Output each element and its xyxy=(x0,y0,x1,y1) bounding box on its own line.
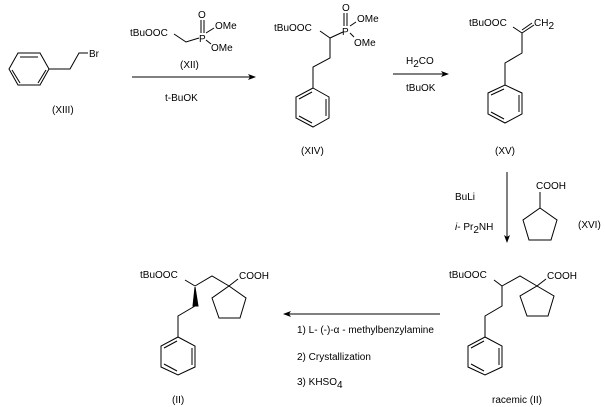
methoxy-group: OMe xyxy=(211,43,233,54)
ethyl-chain xyxy=(49,52,88,70)
reagent-formaldehyde: H2CO xyxy=(406,56,434,70)
double-bond xyxy=(490,88,505,96)
compound-label-xiii: (XIII) xyxy=(52,105,74,116)
bond xyxy=(184,279,196,287)
benzene-ring xyxy=(467,336,503,376)
compound-label-xvi: (XVI) xyxy=(578,220,601,231)
oxo-atom: O xyxy=(198,10,206,21)
compound-xiii: Br (XIII) xyxy=(8,49,100,116)
compound-racemic-ii: tBuOOC COOH racemic (II) xyxy=(449,270,577,406)
ester-group: tBuOOC xyxy=(469,18,507,29)
condition-3: 3) KHSO4 xyxy=(297,377,343,391)
wedge-bond xyxy=(192,286,199,307)
bromine-label: Br xyxy=(89,49,100,60)
compound-label-xv: (XV) xyxy=(495,146,515,157)
compound-xii: tBuOOC P O OMe OMe (XII) xyxy=(130,10,237,71)
condition-2: 2) Crystallization xyxy=(297,352,371,363)
compound-label-ii: (II) xyxy=(172,395,184,406)
bond xyxy=(501,275,538,287)
bond xyxy=(319,30,331,39)
benzene-ring xyxy=(487,84,523,124)
bond xyxy=(493,279,503,287)
bond xyxy=(536,278,547,287)
methylene-group: CH2 xyxy=(534,18,554,32)
bond xyxy=(349,32,355,38)
double-bond xyxy=(470,340,485,349)
benzene-ring xyxy=(160,336,196,376)
double-bond xyxy=(470,363,485,372)
carboxylic-acid-group: COOH xyxy=(547,271,577,282)
c-c-double-bond xyxy=(521,24,535,34)
reagent-diisopropylamine: i- Pr2NH xyxy=(455,222,493,236)
compound-xv: tBuOOC CH2 (XV) xyxy=(469,18,554,157)
phosphorus-atom: P xyxy=(342,27,349,38)
reagent-tbuok-2: tBuOK xyxy=(406,83,436,94)
compound-label-xiv: (XIV) xyxy=(301,146,324,157)
double-bond xyxy=(163,363,178,372)
compound-ii: tBuOOC COOH (II) xyxy=(140,270,269,406)
double-bond xyxy=(11,69,21,84)
bond xyxy=(194,275,230,287)
ethyl-chain xyxy=(504,33,523,85)
oxo-atom: O xyxy=(342,3,350,14)
bond xyxy=(349,21,357,27)
condition-1: 1) L- (-)-α - methylbenzylamine xyxy=(297,325,434,336)
methoxy-group: OMe xyxy=(215,21,237,32)
cyclopentane-ring xyxy=(519,285,555,317)
phosphorus-atom: P xyxy=(199,34,206,45)
cyclopentane-ring xyxy=(522,207,558,241)
cyclopentane-ring xyxy=(211,285,247,319)
c-c-double-bond xyxy=(521,22,533,31)
bond xyxy=(329,31,344,39)
ethyl-chain xyxy=(484,286,503,337)
bond xyxy=(228,278,239,287)
reagent-buli: BuLi xyxy=(455,192,475,203)
ester-group: tBuOOC xyxy=(449,270,487,281)
carboxylic-acid-group: COOH xyxy=(239,271,269,282)
compound-label-racemic-ii: racemic (II) xyxy=(492,395,542,406)
bond xyxy=(205,39,212,45)
double-bond xyxy=(163,340,178,349)
benzene-ring xyxy=(295,87,330,128)
benzene-ring xyxy=(8,52,50,86)
double-bond xyxy=(298,115,313,124)
bond xyxy=(205,27,215,34)
double-bond xyxy=(298,91,313,100)
double-bond xyxy=(490,111,505,120)
carboxylic-acid-group: COOH xyxy=(536,181,566,192)
reagent-tbuok-1: t-BuOK xyxy=(165,93,198,104)
ester-group: tBuOOC xyxy=(140,270,178,281)
ester-group: tBuOOC xyxy=(130,28,168,39)
methoxy-group: OMe xyxy=(357,14,379,25)
compound-label-xii: (XII) xyxy=(180,60,199,71)
ester-group: tBuOOC xyxy=(274,23,312,34)
bond xyxy=(173,33,200,43)
methoxy-group: OMe xyxy=(354,38,376,49)
bond xyxy=(512,26,523,34)
ethyl-chain xyxy=(177,305,196,337)
ethyl-chain xyxy=(312,38,331,88)
compound-xvi: COOH (XVI) xyxy=(522,181,601,241)
double-bond xyxy=(37,69,47,84)
compound-xiv: tBuOOC P O OMe OMe (XIV) xyxy=(274,3,379,157)
